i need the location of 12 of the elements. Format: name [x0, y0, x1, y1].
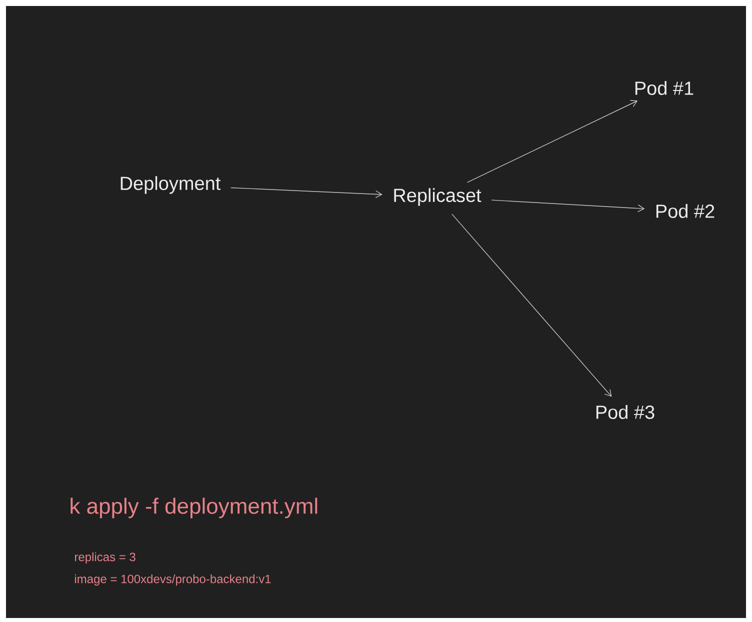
arrow	[452, 214, 612, 397]
node-label: Pod #3	[596, 405, 654, 419]
node-label: Pod #1	[635, 81, 694, 95]
arrow	[230, 187, 382, 198]
node-label: Replicaset	[394, 188, 482, 206]
node-label: Pod #2	[656, 204, 714, 218]
command-text: k apply -f deployment.yml	[70, 498, 318, 518]
config-text: image = 100xdevs/probo-backend:v1	[75, 574, 271, 586]
node-label: Deployment	[120, 176, 221, 194]
arrow	[466, 100, 638, 183]
arrow	[491, 200, 645, 212]
config-text: replicas = 3	[75, 552, 136, 564]
